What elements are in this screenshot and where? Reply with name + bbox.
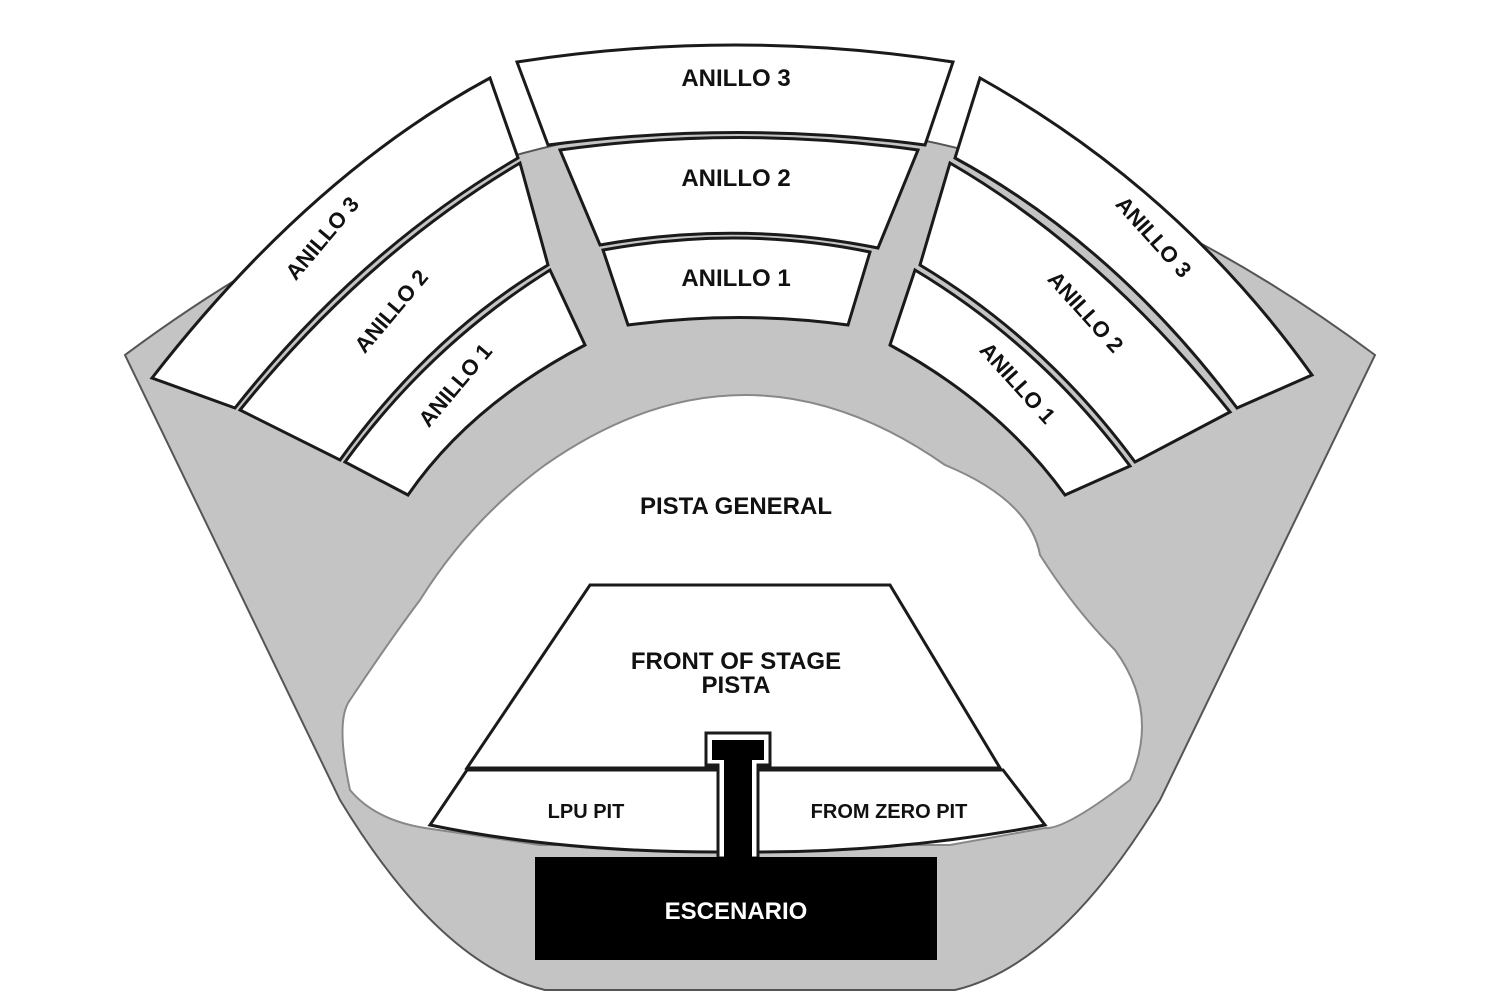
right-anillo-1-section[interactable]: [888, 267, 1133, 497]
right-anillo-2-section[interactable]: [918, 160, 1233, 464]
lpu-pit-label: LPU PIT: [548, 801, 625, 823]
from-zero-pit-label: FROM ZERO PIT: [811, 801, 968, 823]
front-of-stage-label-line1: FRONT OF STAGE: [631, 648, 841, 675]
front-of-stage-label-line2: PISTA: [702, 672, 771, 699]
left-anillo-1-section[interactable]: [342, 267, 587, 497]
center-anillo-1-label: ANILLO 1: [681, 265, 790, 292]
lpu-pit-zone[interactable]: [427, 768, 720, 854]
stage[interactable]: [535, 857, 937, 960]
center-anillo-3-section[interactable]: [514, 43, 955, 147]
pista-general-label: PISTA GENERAL: [640, 493, 832, 520]
left-anillo-3-section[interactable]: [149, 75, 520, 410]
center-anillo-2-section[interactable]: [557, 136, 921, 250]
center-anillo-3-label: ANILLO 3: [681, 65, 790, 92]
from-zero-pit-zone[interactable]: [756, 768, 1048, 854]
center-anillo-2-label: ANILLO 2: [681, 165, 790, 192]
runway-fill: [712, 740, 764, 860]
right-anillo-3-section[interactable]: [953, 75, 1315, 410]
stage-label: ESCENARIO: [665, 898, 808, 925]
left-anillo-2-section[interactable]: [237, 160, 550, 462]
front-of-stage-zone[interactable]: [464, 583, 1003, 770]
center-anillo-1-section[interactable]: [601, 236, 872, 327]
